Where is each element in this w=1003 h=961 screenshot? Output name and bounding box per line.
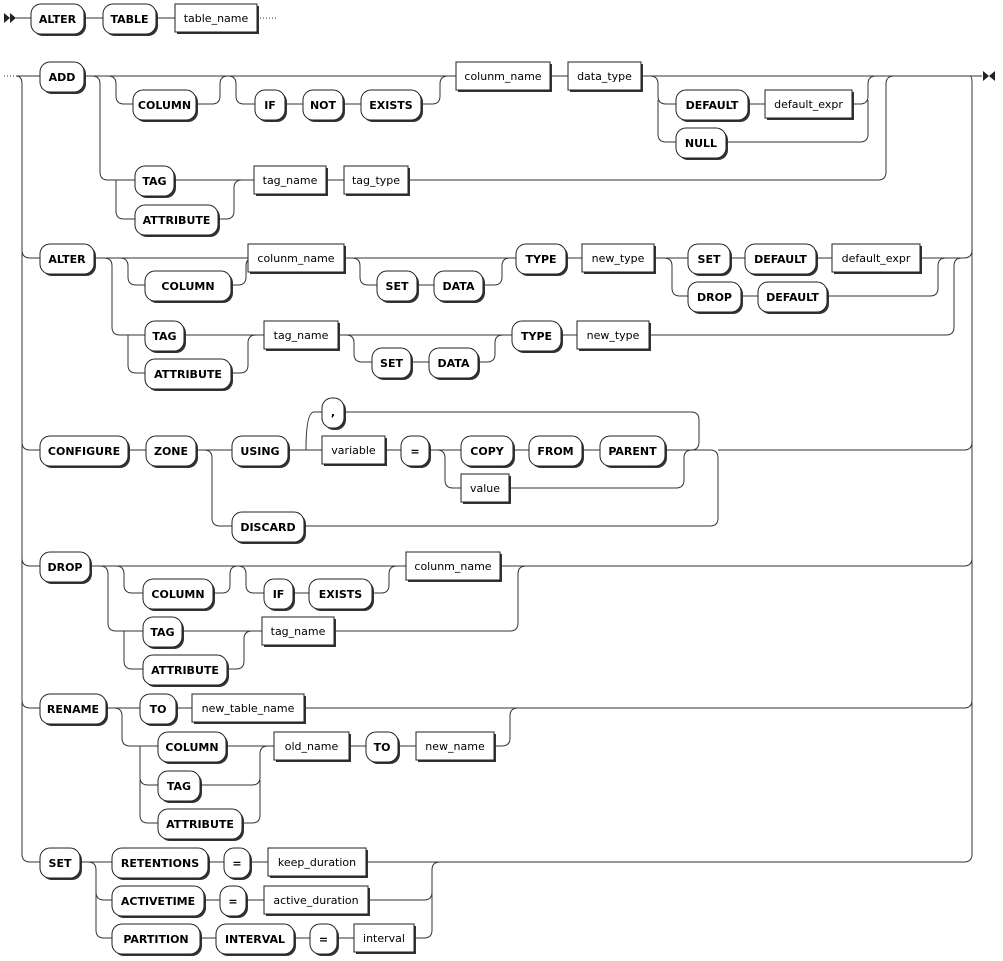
kw-rename-attribute: ATTRIBUTE bbox=[166, 818, 234, 831]
configure-branch: CONFIGURE ZONE USING , variable = COPY F… bbox=[39, 397, 719, 544]
kw-alter-tag-type: TYPE bbox=[521, 330, 552, 343]
kw-copy: COPY bbox=[470, 445, 504, 458]
kw-zone: ZONE bbox=[154, 445, 188, 458]
start-arrow-icon-2 bbox=[10, 13, 16, 23]
kw-set-eq-3: = bbox=[319, 933, 328, 946]
kw-add-exists: EXISTS bbox=[369, 99, 413, 112]
kw-using: USING bbox=[240, 445, 279, 458]
id-alter-new-type: new_type bbox=[592, 252, 645, 265]
kw-configure: CONFIGURE bbox=[48, 445, 120, 458]
kw-alter-data: DATA bbox=[443, 280, 475, 293]
id-interval: interval bbox=[363, 932, 405, 945]
id-add-tag-type: tag_type bbox=[352, 174, 400, 187]
kw-discard: DISCARD bbox=[240, 521, 295, 534]
kw-alter-tag-data: DATA bbox=[438, 357, 470, 370]
id-add-column-name: colunm_name bbox=[464, 70, 541, 83]
kw-add-default: DEFAULT bbox=[686, 99, 739, 112]
start-arrow-icon bbox=[4, 13, 10, 23]
kw-alter-tag: TAG bbox=[152, 330, 176, 343]
id-alter-tag-name: tag_name bbox=[274, 329, 329, 342]
kw-rename: RENAME bbox=[47, 703, 99, 716]
kw-rename-column: COLUMN bbox=[165, 741, 218, 754]
id-alter-default-expr: default_expr bbox=[842, 252, 911, 265]
kw-alter-default: DEFAULT bbox=[754, 253, 807, 266]
kw-alter-tag-set: SET bbox=[380, 357, 403, 370]
kw-add-null: NULL bbox=[685, 137, 717, 150]
id-add-default-expr: default_expr bbox=[774, 98, 843, 111]
kw-set-eq-2: = bbox=[228, 895, 237, 908]
kw-drop-attribute: ATTRIBUTE bbox=[151, 664, 219, 677]
kw-interval: INTERVAL bbox=[225, 933, 285, 946]
id-add-data-type: data_type bbox=[577, 70, 632, 83]
kw-add-column: COLUMN bbox=[138, 99, 191, 112]
kw-alter-drop: DROP bbox=[697, 291, 732, 304]
drop-branch: DROP COLUMN IF EXISTS colunm_name TAG AT… bbox=[39, 551, 527, 687]
header-line: ALTER TABLE table_name bbox=[4, 3, 276, 36]
kw-alter-drop-default: DEFAULT bbox=[766, 291, 819, 304]
id-drop-column-name: colunm_name bbox=[414, 560, 491, 573]
kw-partition: PARTITION bbox=[123, 933, 188, 946]
kw-rename-to: TO bbox=[150, 703, 167, 716]
kw-set-eq-1: = bbox=[232, 857, 241, 870]
kw-drop: DROP bbox=[47, 561, 82, 574]
kw-alter-header: ALTER bbox=[39, 13, 77, 26]
id-variable: variable bbox=[331, 444, 376, 457]
id-drop-tag-name: tag_name bbox=[271, 625, 326, 638]
id-active-duration: active_duration bbox=[273, 894, 358, 907]
kw-rename-tag: TAG bbox=[167, 780, 191, 793]
id-table-name: table_name bbox=[184, 12, 249, 25]
kw-drop-if: IF bbox=[273, 588, 285, 601]
main-rails bbox=[4, 71, 995, 863]
add-branch: ADD COLUMN IF NOT EXISTS colunm_name dat… bbox=[39, 61, 895, 237]
id-alter-column-name: colunm_name bbox=[257, 252, 334, 265]
kw-drop-tag: TAG bbox=[150, 626, 174, 639]
kw-comma: , bbox=[331, 406, 335, 419]
id-new-table-name: new_table_name bbox=[202, 702, 295, 715]
kw-from: FROM bbox=[537, 445, 573, 458]
kw-add-tag: TAG bbox=[142, 175, 166, 188]
kw-alter-set: SET bbox=[386, 280, 409, 293]
kw-retentions: RETENTIONS bbox=[121, 857, 199, 870]
kw-alter-set-default: SET bbox=[698, 253, 721, 266]
id-alter-tag-new-type: new_type bbox=[587, 329, 640, 342]
kw-table: TABLE bbox=[110, 13, 148, 26]
kw-alter-type: TYPE bbox=[525, 253, 556, 266]
end-arrow-icon-2 bbox=[989, 71, 995, 81]
kw-activetime: ACTIVETIME bbox=[121, 895, 195, 908]
kw-drop-exists: EXISTS bbox=[319, 588, 363, 601]
kw-set: SET bbox=[49, 857, 72, 870]
kw-add-not: NOT bbox=[310, 99, 337, 112]
end-arrow-icon bbox=[983, 71, 989, 81]
alter-branch: ALTER COLUMN colunm_name SET DATA TYPE n… bbox=[39, 243, 963, 391]
id-keep-duration: keep_duration bbox=[278, 856, 356, 869]
kw-add-attribute: ATTRIBUTE bbox=[143, 214, 211, 227]
kw-add: ADD bbox=[49, 71, 76, 84]
id-value: value bbox=[470, 482, 500, 495]
kw-add-if: IF bbox=[264, 99, 276, 112]
kw-parent: PARENT bbox=[608, 445, 657, 458]
kw-configure-eq: = bbox=[410, 445, 419, 458]
rename-branch: RENAME TO new_table_name COLUMN TAG ATTR… bbox=[39, 693, 519, 841]
id-old-name: old_name bbox=[285, 740, 339, 753]
kw-alter-attribute: ATTRIBUTE bbox=[154, 368, 222, 381]
kw-rename-to-2: TO bbox=[374, 741, 391, 754]
kw-drop-column: COLUMN bbox=[151, 588, 204, 601]
set-branch: SET RETENTIONS = keep_duration ACTIVETIM… bbox=[39, 847, 441, 956]
id-new-name: new_name bbox=[425, 740, 485, 753]
id-add-tag-name: tag_name bbox=[263, 174, 318, 187]
kw-alter-column: COLUMN bbox=[161, 280, 214, 293]
kw-alter: ALTER bbox=[48, 253, 86, 266]
